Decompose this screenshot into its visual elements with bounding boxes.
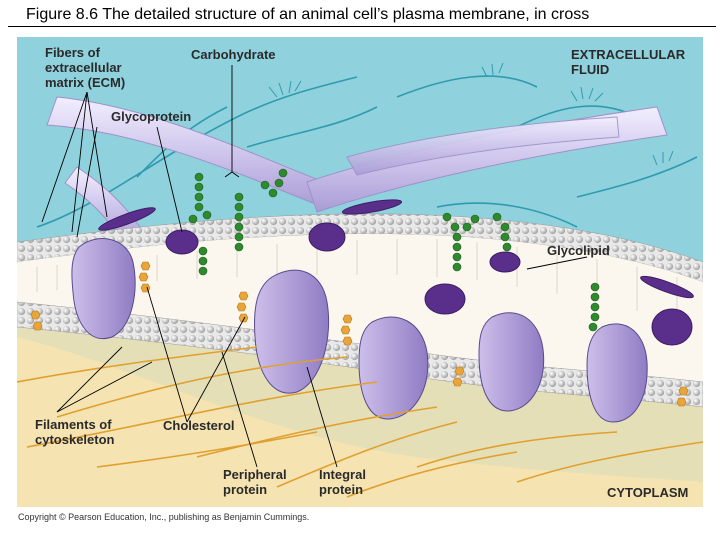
label-carbohydrate: Carbohydrate	[191, 47, 276, 62]
label-cholesterol: Cholesterol	[163, 418, 235, 433]
label-extracellular-fluid: EXTRACELLULAR FLUID	[571, 47, 689, 77]
cell-membrane-diagram: Fibers of extracellular matrix (ECM) Car…	[17, 37, 703, 507]
ecm-branch-sprigs	[160, 62, 674, 166]
label-integral-protein: Integral protein	[319, 467, 370, 497]
carbohydrate-chains	[188, 168, 600, 332]
figure-title: Figure 8.6 The detailed structure of an …	[8, 4, 716, 27]
copyright-notice: Copyright © Pearson Education, Inc., pub…	[18, 512, 310, 522]
label-cytoplasm: CYTOPLASM	[607, 485, 688, 500]
cholesterol-molecules	[30, 261, 689, 407]
cytoskeleton-filaments	[17, 346, 703, 498]
peripheral-proteins	[98, 199, 694, 346]
label-glycoprotein: Glycoprotein	[111, 109, 191, 124]
ecm-fibers	[46, 96, 668, 246]
label-filaments-cytoskeleton: Filaments of cytoskeleton	[35, 417, 115, 447]
integral-proteins	[71, 238, 648, 423]
label-glycolipid: Glycolipid	[547, 243, 610, 258]
leader-lines	[41, 65, 588, 468]
label-peripheral-protein: Peripheral protein	[223, 467, 290, 497]
label-fibers-ecm: Fibers of extracellular matrix (ECM)	[45, 45, 125, 90]
